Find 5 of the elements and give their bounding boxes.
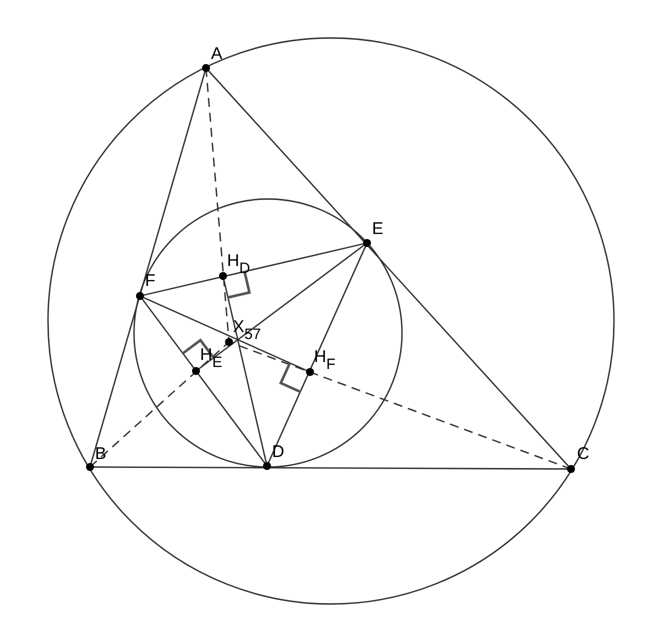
point-label: E (372, 220, 384, 238)
point-label: B (95, 445, 106, 463)
point-label: D (272, 443, 284, 461)
point-label: A (211, 45, 222, 63)
point-label: F (145, 272, 156, 290)
